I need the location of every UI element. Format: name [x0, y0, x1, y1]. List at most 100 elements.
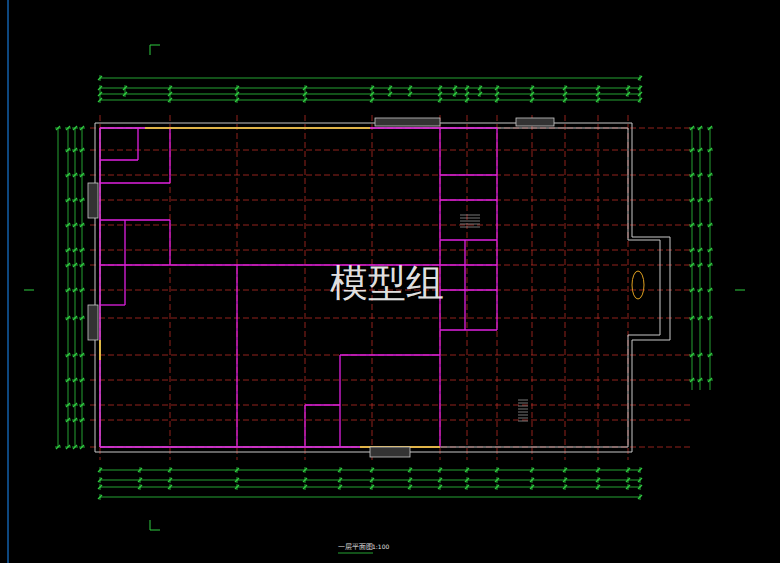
stair-tread [518, 421, 528, 422]
partition-wall [99, 128, 100, 447]
plan-line [80, 263, 84, 267]
plan-line [698, 263, 702, 267]
plan-line [138, 478, 142, 482]
plan-line [690, 316, 694, 320]
partition-wall [496, 128, 497, 330]
stair-tread [460, 221, 480, 222]
partition-wall [440, 239, 497, 240]
plan-line [66, 248, 70, 252]
plan-line [235, 92, 239, 96]
plan-line [708, 223, 712, 227]
plan-line [168, 98, 172, 102]
partition-wall [169, 128, 170, 183]
axis-line [90, 200, 690, 201]
partition-wall [100, 159, 138, 160]
partition-wall [440, 174, 497, 175]
plan-line [438, 92, 442, 96]
partition-wall [169, 220, 170, 265]
partition-wall [339, 355, 340, 447]
plan-line [638, 485, 642, 489]
plan-line [100, 88, 640, 89]
plan-line [698, 248, 702, 252]
plan-line [563, 98, 567, 102]
plan-line [388, 92, 392, 96]
plan-line [66, 263, 70, 267]
plan-line [438, 468, 442, 472]
drawing-caption: 一层平面图 [338, 542, 373, 552]
plan-line [80, 223, 84, 227]
plan-line [150, 45, 151, 55]
stair-tread [518, 406, 528, 407]
plan-line [530, 485, 534, 489]
plan-line [303, 92, 307, 96]
plan-line [303, 468, 307, 472]
partition-wall [440, 289, 497, 290]
plan-line [235, 485, 239, 489]
plan-line [690, 198, 694, 202]
plan-line [530, 478, 534, 482]
plan-line [495, 485, 499, 489]
plan-line [690, 353, 694, 357]
plan-line [596, 98, 600, 102]
partition-wall [236, 265, 237, 447]
plan-line [73, 126, 77, 130]
plan-line [150, 530, 160, 531]
plan-line [73, 248, 77, 252]
plan-line [73, 316, 77, 320]
plan-line [530, 98, 534, 102]
plan-line [563, 478, 567, 482]
plan-line [80, 316, 84, 320]
plan-line [98, 98, 102, 102]
partition-wall [440, 264, 497, 265]
plan-line [66, 288, 70, 292]
plan-line [98, 495, 102, 499]
plan-line [638, 495, 642, 499]
dimension-lines [24, 45, 745, 530]
plan-line [73, 403, 77, 407]
partition-wall [100, 219, 170, 220]
plan-line [388, 86, 392, 90]
plan-line [66, 316, 70, 320]
partition-wall [464, 240, 465, 330]
plan-line [735, 290, 745, 291]
plan-line [453, 92, 457, 96]
stair-tread [518, 418, 528, 419]
partition-wall [100, 127, 440, 128]
plan-line [465, 485, 469, 489]
plan-line [690, 126, 694, 130]
stair-tread [460, 215, 480, 216]
plan-line [80, 288, 84, 292]
plan-line [123, 86, 127, 90]
plan-line [626, 478, 630, 482]
plan-line [596, 92, 600, 96]
plan-line [66, 148, 70, 152]
stair-tread [518, 412, 528, 413]
plan-line [408, 468, 412, 472]
plan-line [495, 92, 499, 96]
sheet-border [8, 0, 9, 563]
plan-line [596, 86, 600, 90]
plan-line [168, 86, 172, 90]
stair-tread [518, 403, 528, 404]
plan-line [638, 468, 642, 472]
plan-line [408, 92, 412, 96]
axis-line [90, 150, 690, 151]
plan-line [73, 288, 77, 292]
plan-line [370, 86, 374, 90]
plan-line [708, 316, 712, 320]
plan-line [530, 468, 534, 472]
plan-line [495, 86, 499, 90]
plan-line [708, 148, 712, 152]
axis-grid [90, 115, 690, 460]
plan-line [235, 478, 239, 482]
plan-line [698, 126, 702, 130]
plan-line [98, 76, 102, 80]
plan-line [690, 263, 694, 267]
plan-line [138, 485, 142, 489]
plan-line [80, 248, 84, 252]
plan-line [465, 468, 469, 472]
plan-line [100, 480, 640, 481]
plan-line [56, 126, 60, 130]
plan-line [708, 173, 712, 177]
